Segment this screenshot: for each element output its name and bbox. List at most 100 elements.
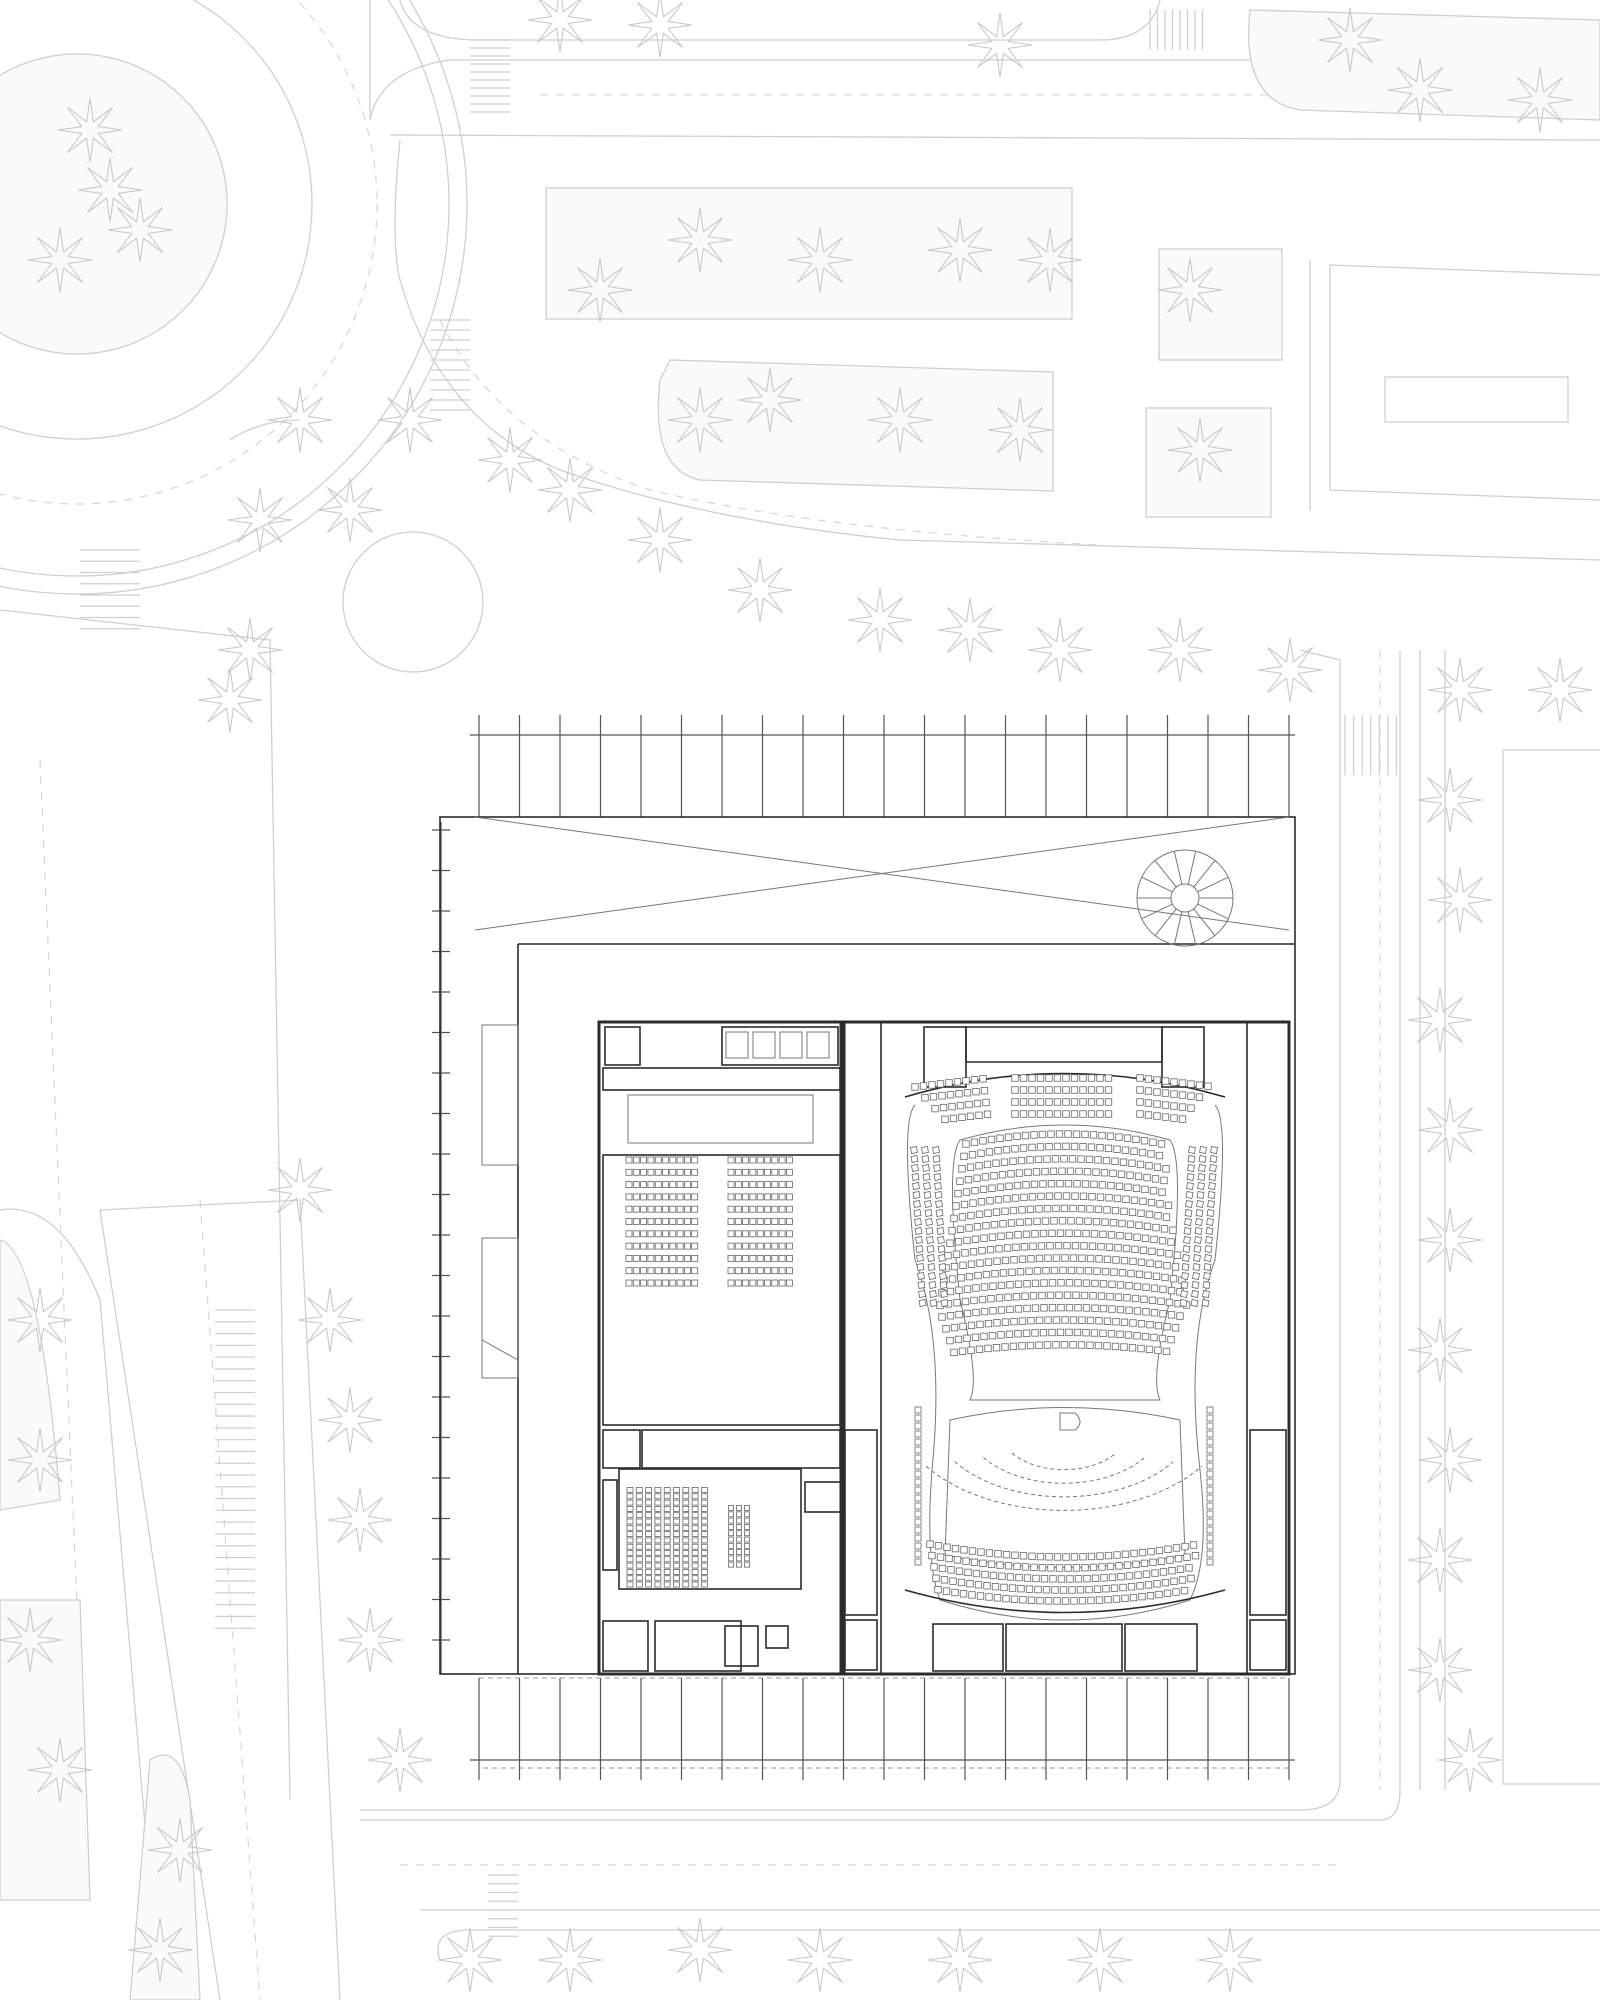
seat	[1118, 1219, 1126, 1228]
seat	[1041, 1167, 1049, 1176]
seat	[1001, 1207, 1009, 1215]
seat	[1050, 1266, 1059, 1275]
seat	[1073, 1328, 1082, 1337]
tree-icon	[627, 0, 693, 58]
seat	[984, 1319, 993, 1328]
seat	[970, 1296, 978, 1305]
seat	[1056, 1229, 1065, 1237]
storage-box	[806, 1031, 830, 1059]
seat	[1186, 1182, 1194, 1190]
seat	[682, 1550, 690, 1556]
seat	[734, 1279, 742, 1287]
seat	[1065, 1279, 1074, 1287]
seat	[640, 1230, 647, 1238]
seat	[1106, 1292, 1114, 1301]
seat	[771, 1242, 779, 1250]
tree-icon	[1427, 867, 1493, 933]
stair-tread	[1173, 851, 1183, 885]
seat	[1144, 1111, 1153, 1119]
seat	[1095, 1596, 1104, 1604]
seat	[1019, 1596, 1027, 1604]
seat	[1079, 1192, 1088, 1200]
seat	[1004, 1293, 1012, 1301]
seat	[654, 1537, 662, 1544]
seat	[977, 1149, 985, 1157]
seat	[1136, 1074, 1144, 1082]
seat	[922, 1173, 931, 1181]
seat	[1064, 1179, 1073, 1188]
seat	[1005, 1330, 1014, 1338]
seat	[1053, 1553, 1062, 1561]
seat	[1057, 1303, 1065, 1312]
tree-icon	[1437, 1727, 1503, 1793]
tree-icon	[627, 507, 693, 573]
seat	[923, 1191, 932, 1199]
seat	[1130, 1147, 1138, 1155]
seat	[1070, 1597, 1078, 1605]
seat	[742, 1267, 749, 1275]
tree-icon	[1157, 257, 1223, 323]
seat	[980, 1332, 988, 1341]
seat	[955, 1090, 963, 1098]
seat	[1139, 1246, 1148, 1254]
seat	[771, 1218, 779, 1225]
seat	[1104, 1595, 1112, 1604]
seat	[965, 1224, 973, 1232]
seat	[691, 1543, 699, 1550]
seat	[1044, 1254, 1052, 1262]
seat	[964, 1568, 972, 1577]
seat	[1135, 1270, 1144, 1279]
seat	[961, 1297, 970, 1306]
seat	[1110, 1584, 1119, 1592]
seat	[756, 1242, 764, 1250]
seat	[1099, 1304, 1108, 1313]
seat	[771, 1156, 779, 1164]
seat	[701, 1531, 708, 1537]
seat	[1056, 1179, 1064, 1188]
seat	[663, 1581, 671, 1588]
seat	[979, 1075, 987, 1083]
seat	[1205, 1236, 1213, 1244]
seat	[1150, 1333, 1158, 1342]
seat	[1168, 1567, 1176, 1575]
seat	[960, 1152, 968, 1161]
seat	[682, 1581, 690, 1588]
seat	[778, 1230, 786, 1238]
seat	[1011, 1110, 1019, 1118]
seat	[946, 1336, 954, 1345]
seat	[1027, 1317, 1035, 1325]
stair-tread	[1187, 911, 1197, 945]
seat	[1111, 1342, 1120, 1351]
seat	[764, 1230, 771, 1238]
seat	[1112, 1318, 1120, 1326]
seat	[958, 1347, 967, 1355]
seat	[1144, 1099, 1153, 1107]
seat	[1088, 1193, 1096, 1201]
seat	[979, 1559, 987, 1567]
seat	[744, 1511, 750, 1518]
seat	[626, 1550, 634, 1556]
seat	[1090, 1230, 1099, 1238]
tree-icon	[317, 1387, 383, 1453]
seat	[654, 1499, 662, 1506]
seat	[654, 1581, 662, 1588]
seat	[939, 1281, 948, 1289]
seat	[956, 1177, 964, 1185]
seat	[1074, 1575, 1083, 1583]
seat	[988, 1233, 997, 1241]
seat	[1173, 1251, 1182, 1259]
tree-icon	[527, 0, 593, 53]
tree-icon	[7, 1427, 73, 1493]
seat	[691, 1156, 699, 1164]
seat	[645, 1493, 652, 1500]
seat	[786, 1242, 793, 1250]
seat	[1136, 1086, 1144, 1094]
seat	[982, 1270, 991, 1279]
seat	[1005, 1182, 1013, 1190]
seat	[1002, 1146, 1011, 1154]
seat	[966, 1580, 974, 1588]
seat	[1092, 1168, 1100, 1176]
seat	[914, 1526, 922, 1534]
seat	[663, 1543, 671, 1550]
seat	[934, 1191, 943, 1199]
